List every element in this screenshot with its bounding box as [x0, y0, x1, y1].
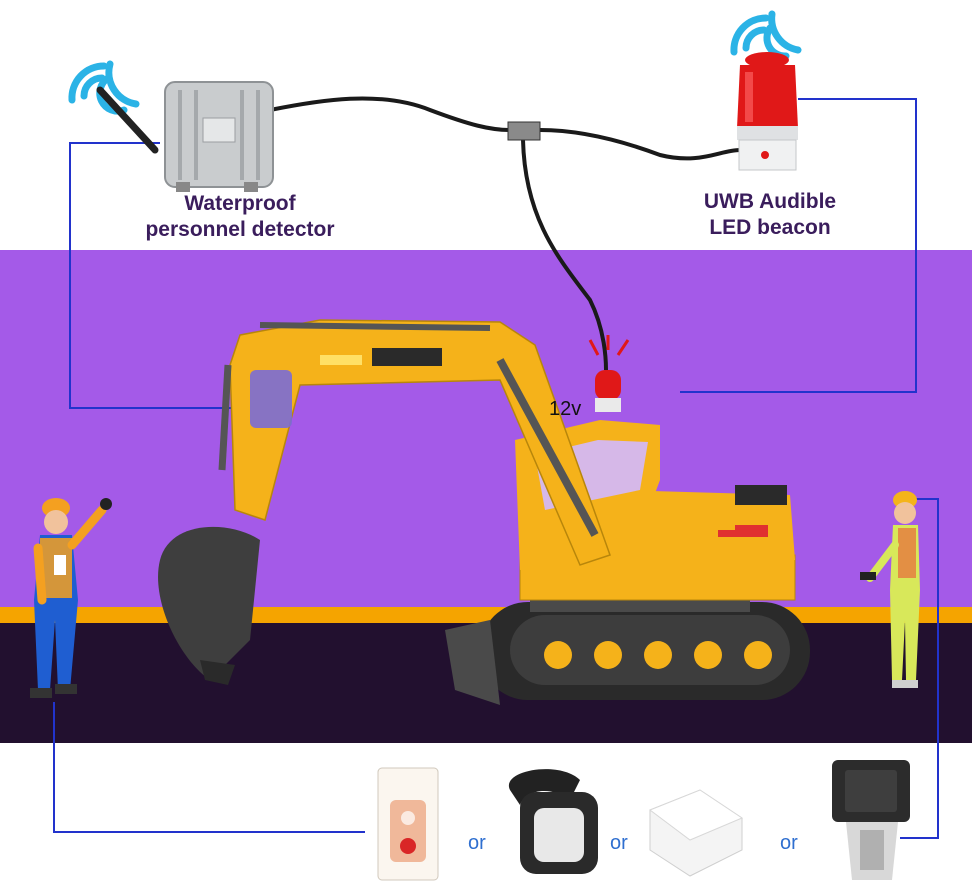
box-tag-icon — [648, 789, 744, 877]
detector-label: Waterproof personnel detector — [95, 191, 385, 243]
beacon-signal-icon — [730, 10, 802, 60]
vehicle-tag-icon — [832, 760, 910, 880]
or-label-3: or — [780, 832, 798, 854]
black-cables — [269, 96, 741, 371]
worker-right-icon — [860, 491, 920, 688]
cable-splitter — [507, 121, 541, 141]
detector-box-icon — [164, 81, 274, 192]
excavator-icon — [158, 319, 810, 705]
led-beacon-icon — [737, 52, 798, 171]
beacon-label-line1: UWB Audible — [703, 190, 837, 213]
beacon-label-line2: LED beacon — [709, 216, 831, 239]
ground-stripe — [0, 607, 972, 623]
beacon-label: UWB Audible LED beacon — [645, 189, 895, 241]
worker-left-icon — [30, 498, 112, 698]
or-label-1: or — [468, 832, 486, 854]
signal-waves-icon — [68, 60, 140, 115]
card-tag-icon — [377, 767, 439, 881]
blue-wiring — [53, 98, 939, 839]
or-label-2: or — [610, 832, 628, 854]
detector-label-line2: personnel detector — [145, 218, 335, 241]
detector-label-line1: Waterproof — [184, 192, 296, 215]
detector-antenna — [96, 86, 159, 154]
purple-band — [0, 250, 972, 608]
wrist-tag-icon — [508, 769, 598, 874]
voltage-label: 12v — [549, 398, 582, 420]
